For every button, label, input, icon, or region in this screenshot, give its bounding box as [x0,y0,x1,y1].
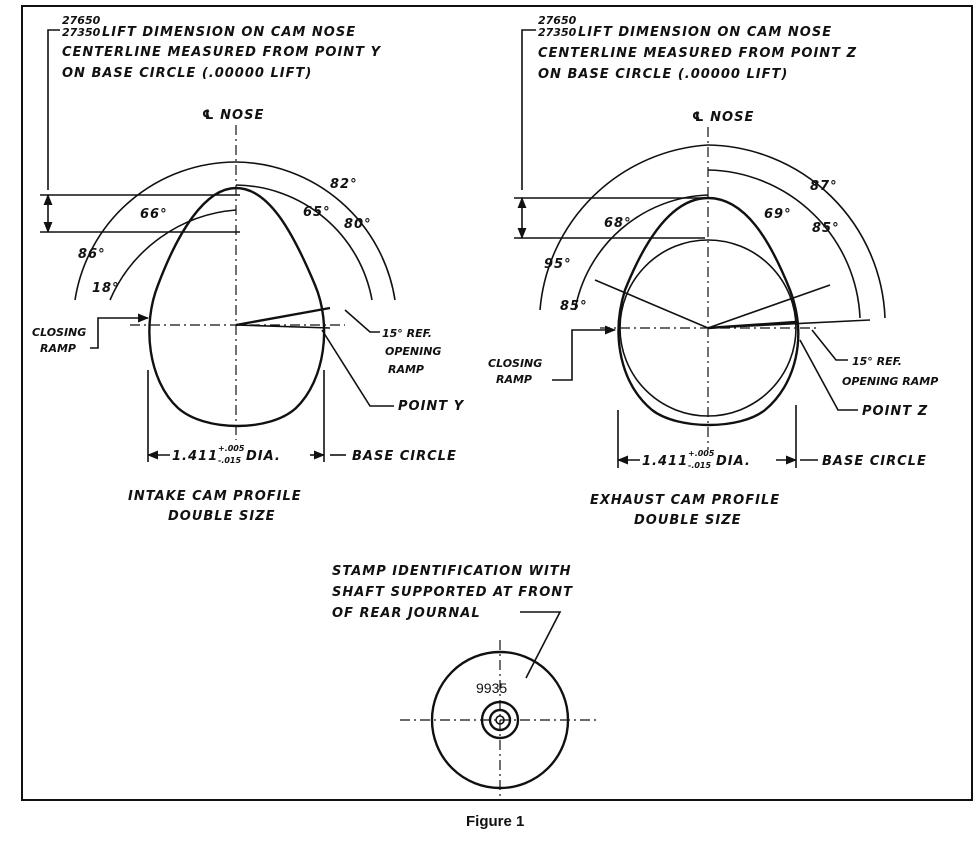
exhaust-lift-line1: LIFT DIMENSION ON CAM NOSE [578,25,832,40]
intake-angle-66: 66° [140,207,168,222]
intake-dia-tol-bottom: -.015 [218,456,241,465]
intake-lift-bottom: 27350 [62,26,101,39]
exhaust-cam-diagram: 27650 27350 LIFT DIMENSION ON CAM NOSE C… [488,14,938,528]
exhaust-cam-profile [617,196,800,427]
exhaust-lift-bottom: 27350 [538,26,577,39]
intake-ref-2: OPENING [385,345,441,358]
shaft-end-view: STAMP IDENTIFICATION WITH SHAFT SUPPORTE… [332,564,600,800]
intake-angle-82: 82° [330,177,358,192]
figure-caption: Figure 1 [466,813,524,830]
exhaust-title-1: EXHAUST CAM PROFILE [590,493,780,508]
intake-angle-80: 80° [344,217,372,232]
intake-base-circle: BASE CIRCLE [352,449,457,464]
exhaust-title-2: DOUBLE SIZE [634,513,742,528]
intake-nose-label: ℄ NOSE [202,108,264,123]
exhaust-dia-tol-top: +.005 [688,449,715,458]
exhaust-nose-label: ℄ NOSE [692,110,754,125]
exhaust-base-circle: BASE CIRCLE [822,454,927,469]
exhaust-angle-69: 69° [764,207,792,222]
stamp-number: 9935 [476,680,507,696]
exhaust-angle-68: 68° [604,216,632,231]
intake-lift-line3: ON BASE CIRCLE (.00000 LIFT) [62,66,312,81]
intake-title-2: DOUBLE SIZE [168,509,276,524]
exhaust-point-label: POINT Z [862,404,928,419]
intake-dia-tol-top: +.005 [218,444,245,453]
intake-angle-86: 86° [78,247,106,262]
exhaust-dia-suffix: DIA. [716,454,751,469]
figure-border [21,5,973,801]
stamp-note-1: STAMP IDENTIFICATION WITH [332,564,572,579]
exhaust-ref-1: 15° REF. [852,355,902,368]
exhaust-ref-2: OPENING RAMP [842,375,938,388]
intake-point-label: POINT Y [398,399,465,414]
exhaust-angle-95: 95° [544,257,572,272]
intake-cam-diagram: 27650 27350 LIFT DIMENSION ON CAM NOSE C… [32,14,465,524]
intake-angle-18: 18° [92,281,120,296]
exhaust-closing-ramp-2: RAMP [496,373,532,386]
intake-dia-suffix: DIA. [246,449,281,464]
intake-lift-top: 27650 [62,14,101,27]
exhaust-closing-ramp-1: CLOSING [488,357,542,370]
stamp-note-2: SHAFT SUPPORTED AT FRONT [332,585,573,600]
stamp-note-3: OF REAR JOURNAL [332,606,481,621]
exhaust-angle-85-left: 85° [560,299,588,314]
intake-ref-1: 15° REF. [382,327,432,340]
intake-title-1: INTAKE CAM PROFILE [128,489,302,504]
intake-cam-profile [148,186,326,428]
exhaust-angle-85-right: 85° [812,221,840,236]
exhaust-dia-tol-bottom: -.015 [688,461,711,470]
exhaust-lift-top: 27650 [538,14,577,27]
intake-closing-ramp-2: RAMP [40,342,76,355]
intake-lift-line2: CENTERLINE MEASURED FROM POINT Y [62,45,382,60]
exhaust-lift-line2: CENTERLINE MEASURED FROM POINT Z [538,46,857,61]
intake-ref-3: RAMP [388,363,424,376]
exhaust-dia-value: 1.411 [642,454,688,469]
intake-angle-65: 65° [303,205,331,220]
exhaust-lift-line3: ON BASE CIRCLE (.00000 LIFT) [538,67,788,82]
intake-dia-value: 1.411 [172,449,218,464]
exhaust-angle-87: 87° [810,179,838,194]
intake-lift-line1: LIFT DIMENSION ON CAM NOSE [102,25,356,40]
intake-closing-ramp-1: CLOSING [32,326,86,339]
